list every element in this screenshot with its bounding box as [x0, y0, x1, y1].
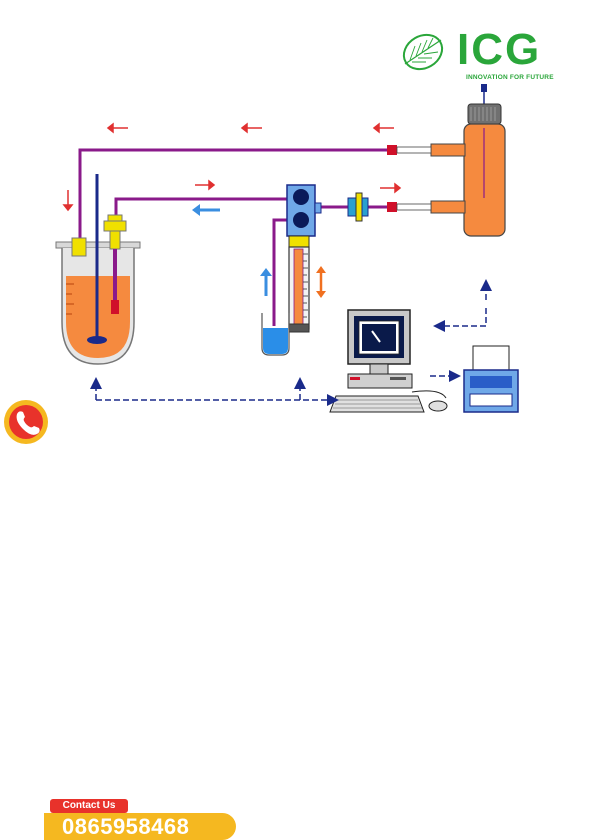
printer-icon [463, 345, 519, 413]
brand-name: ICG [457, 25, 542, 74]
flow-arrows-red [62, 122, 402, 212]
beaker-icon [261, 313, 290, 356]
process-flow-diagram [4, 33, 519, 444]
contact-banner[interactable]: Contact Us 0865958468 [0, 396, 240, 840]
flowmeter-icon [288, 235, 310, 333]
leaf-logo-icon [402, 33, 444, 71]
flow-arrow-blue-left [192, 204, 220, 216]
inline-filter-icon [347, 192, 369, 222]
stirrer-icon [87, 174, 107, 344]
contact-us-label: Contact Us [50, 799, 128, 813]
reservoir-bottle-icon [387, 84, 506, 237]
phone-icon [4, 400, 48, 444]
computer-icon [329, 309, 448, 413]
signal-connectors [90, 279, 492, 406]
peristaltic-pump-icon [286, 184, 322, 237]
flow-arrow-blue-up [260, 268, 272, 296]
brand-tagline: INNOVATION FOR FUTURE [466, 74, 554, 81]
flow-arrow-orange-updown [316, 266, 326, 298]
phone-number[interactable]: 0865958468 [62, 814, 190, 839]
